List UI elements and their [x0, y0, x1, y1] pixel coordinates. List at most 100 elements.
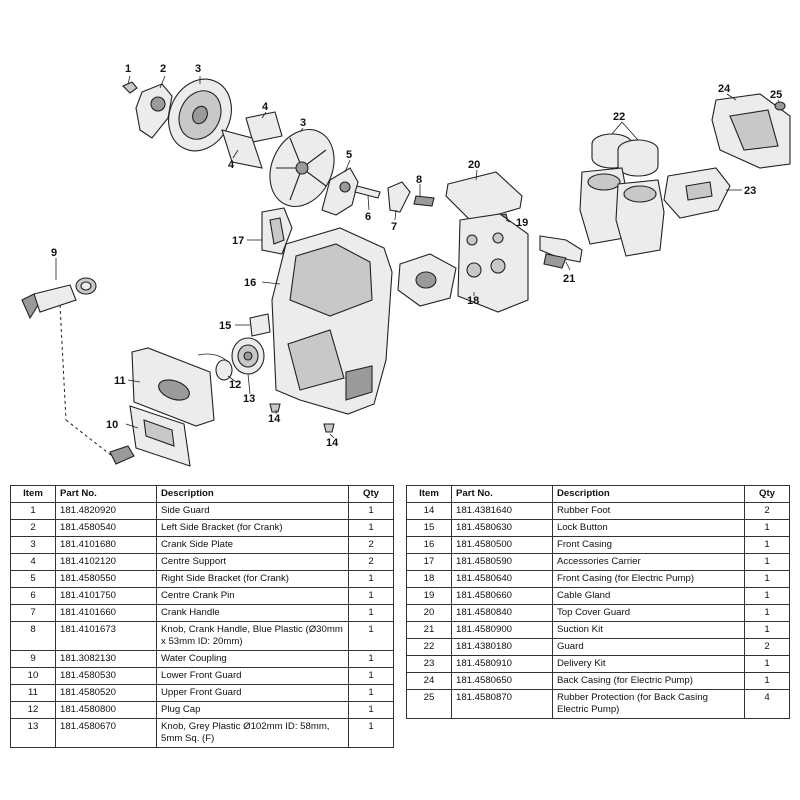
header-item: Item — [406, 485, 452, 503]
cell-qty: 2 — [348, 536, 394, 554]
cell-item: 16 — [406, 536, 452, 554]
cell-description: Suction Kit — [552, 621, 745, 639]
cell-qty: 1 — [744, 570, 790, 588]
cell-part-no: 181.4580840 — [451, 604, 553, 622]
part-15-lock-button — [249, 313, 271, 337]
callout-24: 24 — [718, 83, 731, 95]
cell-qty: 1 — [348, 650, 394, 668]
cell-part-no: 181.4580910 — [451, 655, 553, 673]
header-part-no: Part No. — [55, 485, 157, 503]
part-20-top-cover-guard — [445, 171, 523, 223]
cell-qty: 1 — [744, 672, 790, 690]
cell-part-no: 181.4580900 — [451, 621, 553, 639]
cell-description: Guard — [552, 638, 745, 656]
cell-qty: 1 — [348, 587, 394, 605]
callout-17: 17 — [232, 235, 244, 247]
cell-part-no: 181.4101660 — [55, 604, 157, 622]
cell-item: 24 — [406, 672, 452, 690]
part-24-back-casing — [711, 93, 791, 169]
cell-item: 9 — [10, 650, 56, 668]
cell-qty: 1 — [348, 519, 394, 537]
cell-description: Crank Handle — [156, 604, 349, 622]
cell-part-no: 181.4101680 — [55, 536, 157, 554]
part-12-plug-cap — [197, 353, 233, 381]
header-item: Item — [10, 485, 56, 503]
part-9-coupling-lower — [109, 445, 135, 465]
cell-description: Centre Support — [156, 553, 349, 571]
cell-item: 12 — [10, 701, 56, 719]
callout-4a: 4 — [262, 101, 269, 113]
part-9-water-coupling — [21, 277, 97, 320]
callout-7: 7 — [391, 221, 397, 233]
cell-qty: 1 — [348, 684, 394, 702]
header-qty: Qty — [744, 485, 790, 503]
cell-description: Knob, Crank Handle, Blue Plastic (Ø30mm … — [156, 621, 349, 651]
callout-16: 16 — [244, 277, 256, 289]
callout-4b: 4 — [228, 159, 235, 171]
cell-item: 4 — [10, 553, 56, 571]
table-header-row: Item Part No. Description Qty — [10, 485, 394, 503]
header-qty: Qty — [348, 485, 394, 503]
cell-qty: 1 — [744, 604, 790, 622]
callout-20: 20 — [468, 159, 480, 171]
cell-qty: 1 — [348, 718, 394, 748]
part-10-lower-front-guard — [129, 405, 191, 467]
part-14-rubber-foot-right — [323, 423, 335, 433]
coupling-dash-line — [59, 304, 67, 421]
parts-table-left: Item Part No. Description Qty 1 181.48209… — [10, 485, 394, 748]
cell-description: Accessories Carrier — [552, 553, 745, 571]
cell-item: 15 — [406, 519, 452, 537]
cell-qty: 1 — [348, 701, 394, 719]
cell-qty: 1 — [348, 502, 394, 520]
cell-qty: 1 — [744, 655, 790, 673]
cell-part-no: 181.4820920 — [55, 502, 157, 520]
cell-part-no: 181.4580640 — [451, 570, 553, 588]
cell-description: Rubber Foot — [552, 502, 745, 520]
part-23-delivery-kit — [663, 167, 731, 219]
cell-part-no: 181.4580590 — [451, 553, 553, 571]
callout-3a: 3 — [195, 63, 201, 75]
cell-item: 5 — [10, 570, 56, 588]
cell-part-no: 181.4580540 — [55, 519, 157, 537]
part-7-crank-handle — [387, 181, 411, 213]
cell-description: Left Side Bracket (for Crank) — [156, 519, 349, 537]
cell-description: Lock Button — [552, 519, 745, 537]
cell-qty: 2 — [744, 638, 790, 656]
cell-description: Knob, Grey Plastic Ø102mm ID: 58mm, 5mm … — [156, 718, 349, 748]
callout-11: 11 — [114, 375, 126, 387]
part-4-centre-support-top — [245, 111, 283, 143]
cell-item: 22 — [406, 638, 452, 656]
cell-description: Upper Front Guard — [156, 684, 349, 702]
cell-description: Centre Crank Pin — [156, 587, 349, 605]
cell-item: 23 — [406, 655, 452, 673]
cell-item: 19 — [406, 587, 452, 605]
part-11-upper-front-guard — [131, 347, 215, 427]
part-18-front-casing-electric-pump — [397, 213, 529, 313]
cell-qty: 2 — [348, 553, 394, 571]
cell-part-no: 181.4101750 — [55, 587, 157, 605]
part-2-left-side-bracket — [135, 83, 173, 139]
callout-18: 18 — [467, 295, 479, 307]
cell-item: 11 — [10, 684, 56, 702]
cell-part-no: 181.4580500 — [451, 536, 553, 554]
cell-part-no: 181.4580670 — [55, 718, 157, 748]
callout-13: 13 — [243, 393, 255, 405]
cell-qty: 1 — [348, 667, 394, 685]
callout-6: 6 — [365, 211, 371, 223]
cell-item: 3 — [10, 536, 56, 554]
callout-22: 22 — [613, 111, 625, 123]
cell-description: Water Coupling — [156, 650, 349, 668]
cell-description: Lower Front Guard — [156, 667, 349, 685]
